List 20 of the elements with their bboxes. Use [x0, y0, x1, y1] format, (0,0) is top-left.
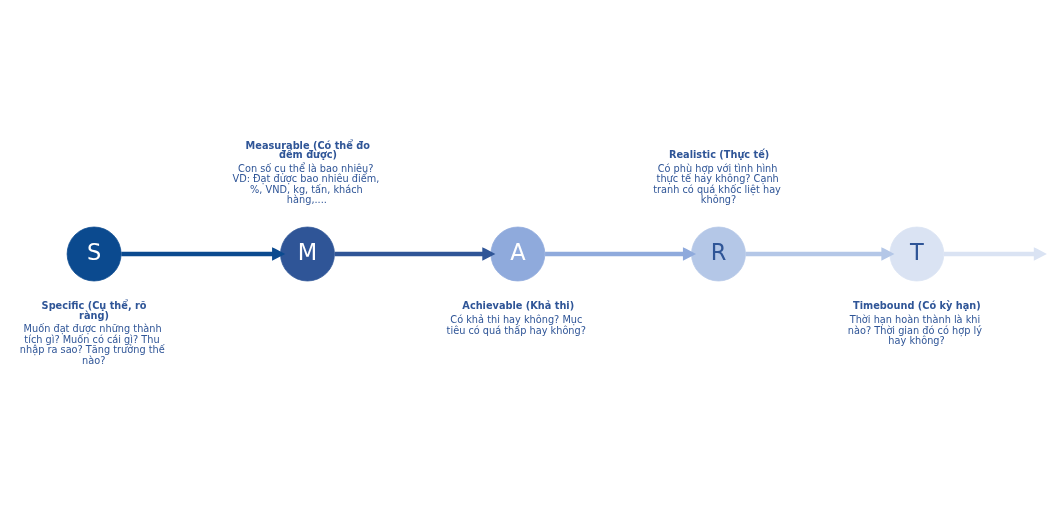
node-circle: S [66, 226, 122, 282]
arrow [944, 247, 1047, 261]
arrow [545, 247, 697, 261]
node-circle: M [280, 226, 335, 282]
node-label: Achievable (Khả thi) [462, 300, 575, 312]
arrow [745, 247, 895, 261]
node-circle: A [490, 226, 546, 282]
node-label: Specific (Cụ thể, rõ ràng) [41, 300, 147, 321]
arrow [334, 247, 496, 261]
node-circle: T [889, 226, 945, 282]
node-label: Thời hạn hoàn thành là khi nào? Thời gian đó có hợp lý hay không? [847, 314, 982, 347]
node-label: Measurable (Có thể đo đếm được) [245, 139, 370, 161]
node-label: Có phù hợp với tình hình thực tế hay không? Cạnh tranh có quá khốc liệt hay không? [653, 162, 781, 206]
node-label: Timebound (Có kỳ hạn) [853, 300, 981, 312]
node-label: Có khả thi hay không? Mục tiêu có quá thấp hay không? [446, 314, 586, 336]
node-label: Muốn đạt được những thành tích gì? Muốn có cái gì? Thu nhập ra sao? Tăng trưởng thế nào? [19, 323, 165, 366]
node-label: Realistic (Thực tế) [668, 148, 770, 160]
node-label: Con số cụ thể là bao nhiêu? VD: Đạt được bao nhiêu điểm, %, VND, kg, tấn, khách hàng,.... [232, 162, 380, 206]
arrow [121, 247, 286, 261]
node-circle: R [691, 226, 746, 282]
